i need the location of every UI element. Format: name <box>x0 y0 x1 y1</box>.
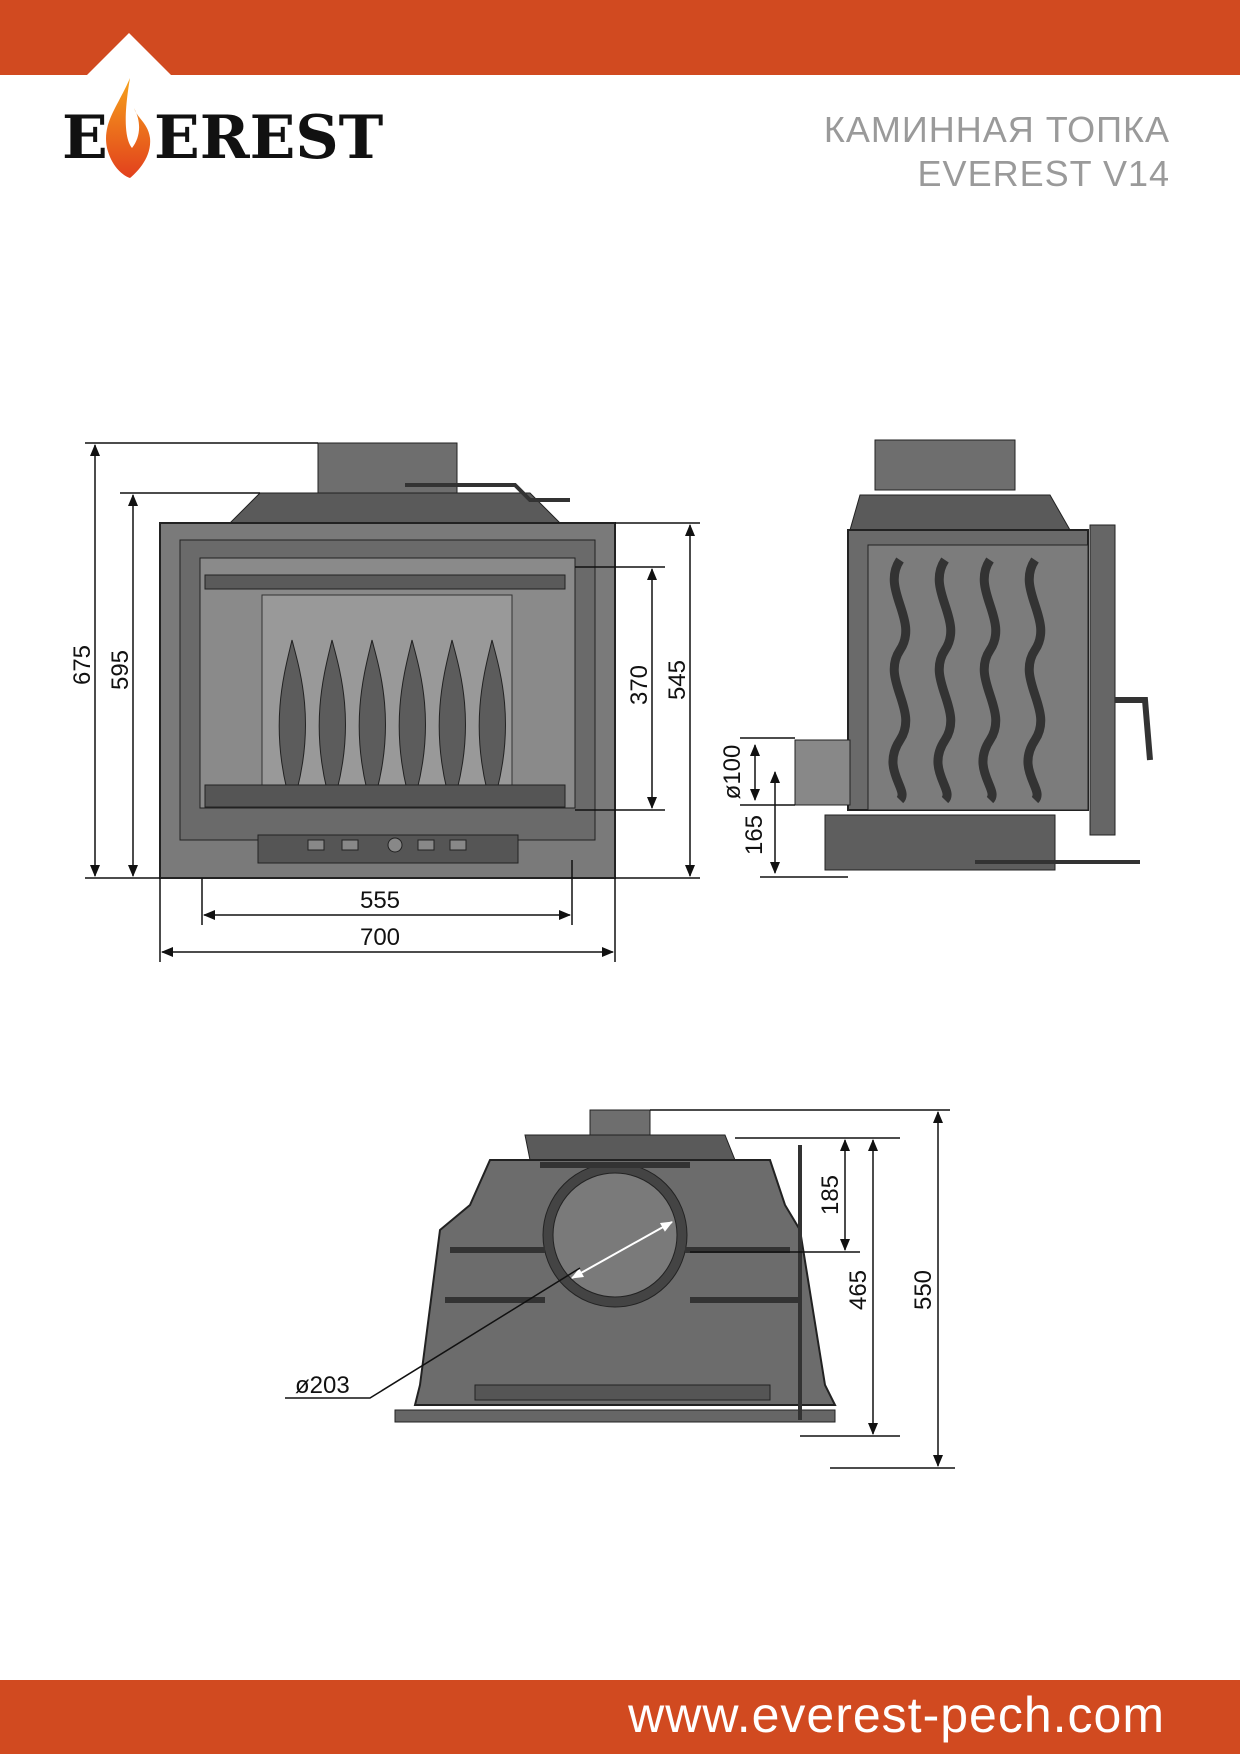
svg-text:EREST: EREST <box>154 103 384 173</box>
top-view <box>394 1109 837 1423</box>
footer-bar: www.everest-pech.com <box>0 1680 1240 1754</box>
everest-logo: E EREST <box>62 78 384 178</box>
dim-o100: ø100 <box>719 745 746 800</box>
dim-595: 595 <box>107 650 134 690</box>
dim-185: 185 <box>817 1175 844 1215</box>
dim-370: 370 <box>626 665 653 705</box>
top-dimensions <box>285 1109 955 1469</box>
side-dimensions <box>740 737 848 878</box>
front-view <box>159 442 616 879</box>
o203-arrow <box>571 1221 673 1279</box>
website-link[interactable]: www.everest-pech.com <box>628 1687 1165 1743</box>
title-line-2: EVEREST V14 <box>917 153 1170 194</box>
dim-165: 165 <box>741 815 768 855</box>
product-title: КАМИННАЯ ТОПКА EVEREST V14 <box>824 108 1170 196</box>
notch-decoration <box>87 33 171 75</box>
dim-675: 675 <box>69 645 96 685</box>
dim-700: 700 <box>360 924 400 951</box>
dim-555: 555 <box>360 887 400 914</box>
dim-o203: ø203 <box>295 1372 350 1399</box>
title-line-1: КАМИННАЯ ТОПКА <box>823 109 1170 150</box>
dim-465: 465 <box>845 1270 872 1310</box>
front-dimensions <box>85 442 700 962</box>
top-bar <box>0 0 1240 75</box>
svg-text:E: E <box>62 103 108 173</box>
dim-550: 550 <box>910 1270 937 1310</box>
dim-545: 545 <box>664 660 691 700</box>
side-view <box>794 439 1153 871</box>
